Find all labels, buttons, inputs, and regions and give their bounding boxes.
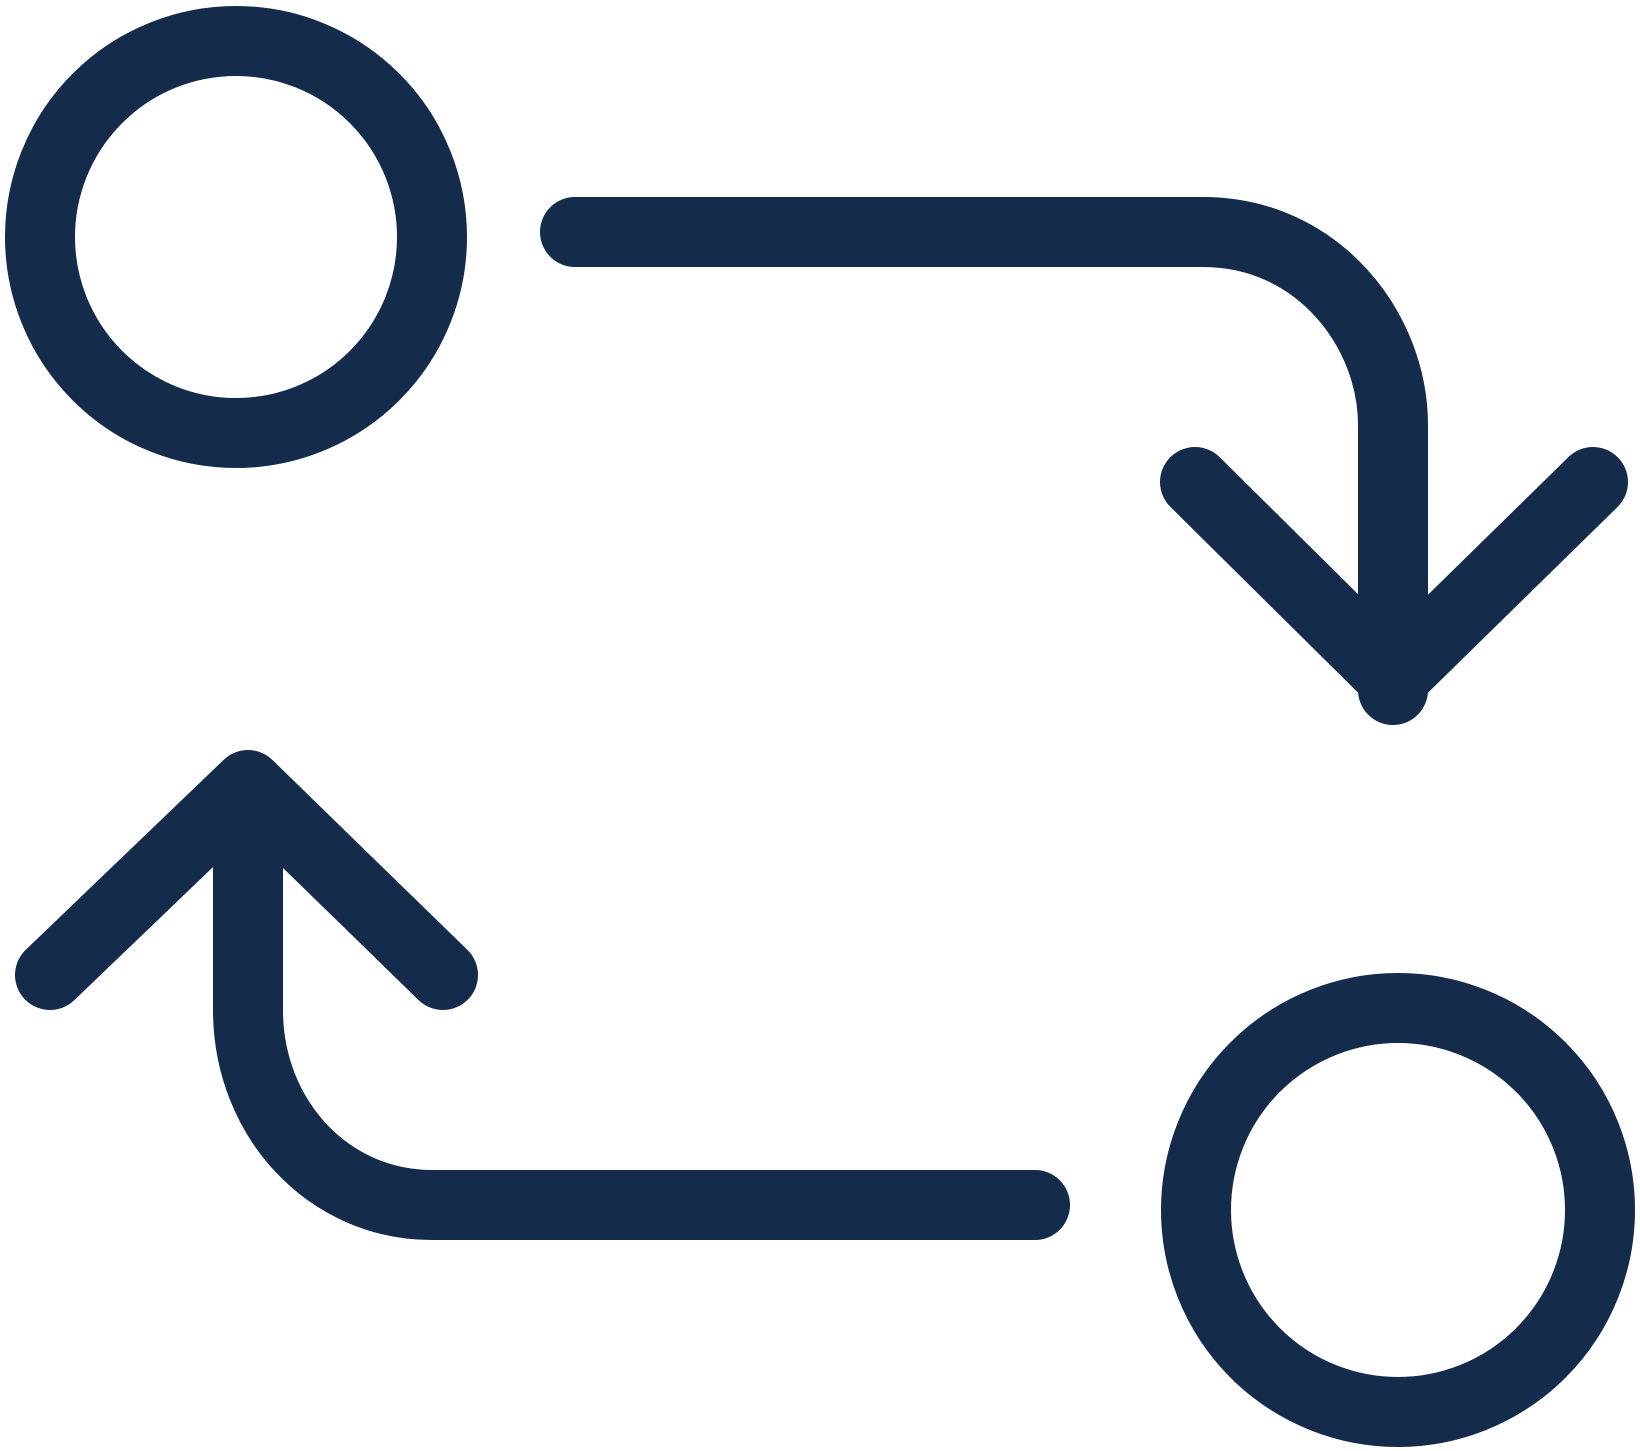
up-left-arrow-icon <box>213 755 1070 1240</box>
top-left-circle-icon <box>5 6 467 468</box>
right-down-arrowhead-icon <box>1160 447 1628 713</box>
up-left-arrowhead-icon <box>15 750 478 1010</box>
right-down-arrow-icon <box>540 197 1428 725</box>
bottom-right-circle-icon <box>1161 973 1635 1447</box>
